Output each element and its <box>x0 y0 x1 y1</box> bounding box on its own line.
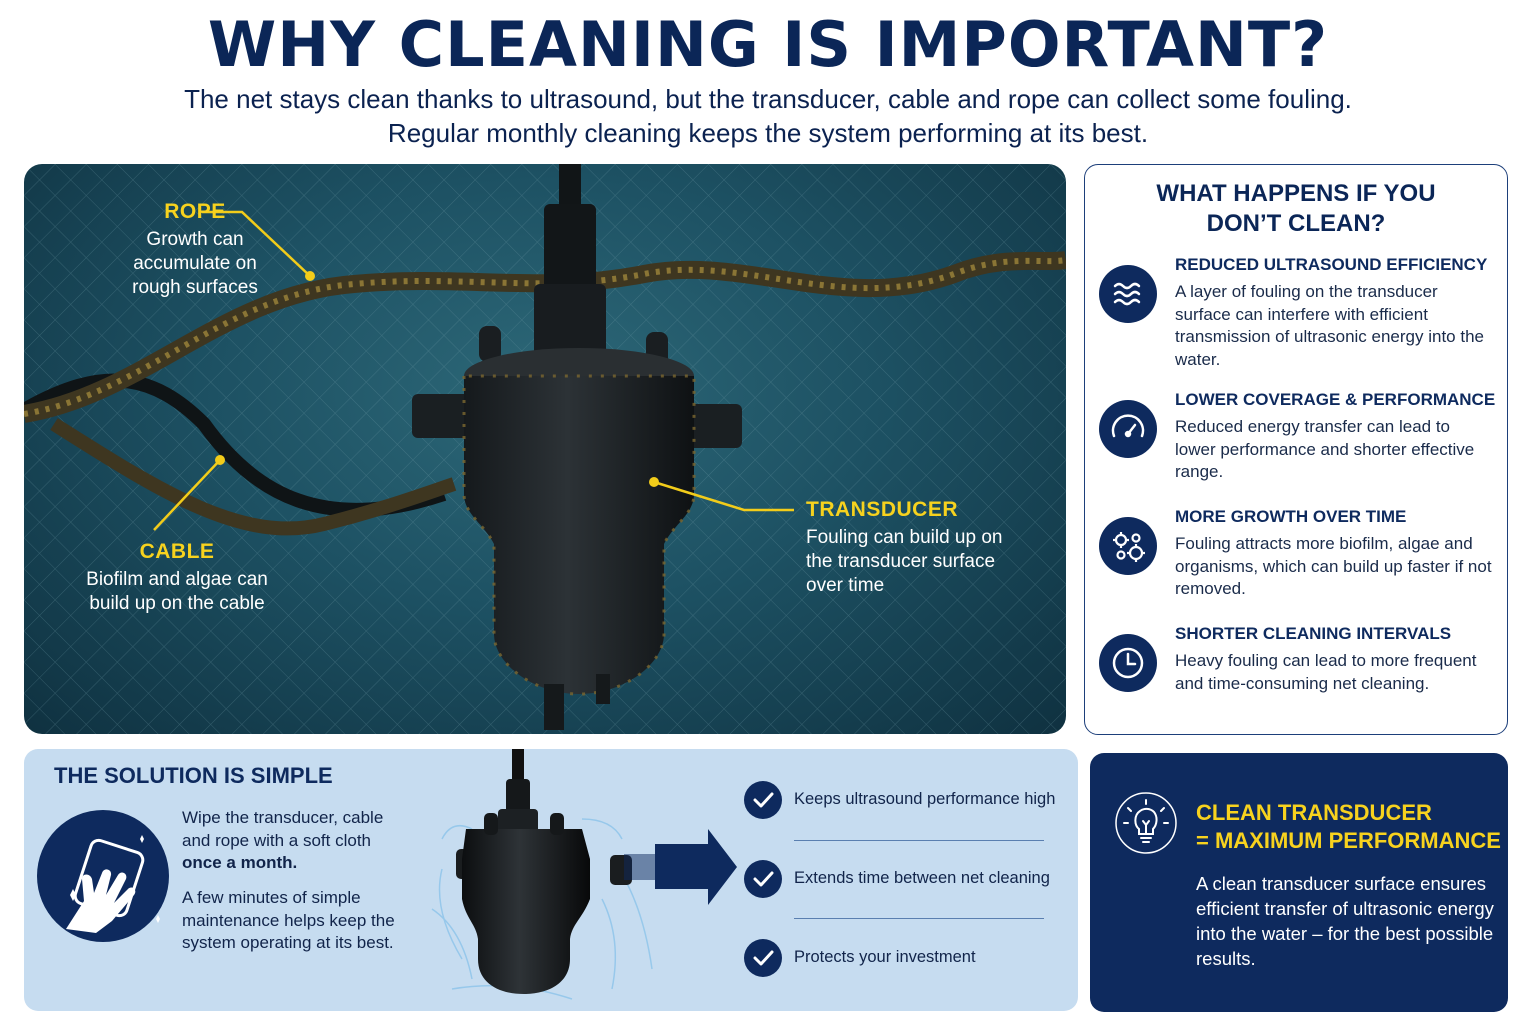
check-icon <box>744 939 782 977</box>
clean-heading-line2: = MAXIMUM PERFORMANCE <box>1196 828 1501 853</box>
callout-cable-text: Biofilm and algae can build up on the ca… <box>86 569 268 614</box>
clock-icon <box>1099 634 1157 692</box>
risk-item-heading: SHORTER CLEANING INTERVALS <box>1175 624 1452 643</box>
lightbulb-icon <box>1115 792 1177 854</box>
clean-heading-line1: CLEAN TRANSDUCER <box>1196 800 1432 825</box>
callout-transducer-label: TRANSDUCER <box>806 498 958 521</box>
benefit-text: Protects your investment <box>794 948 976 966</box>
solution-instructions: Wipe the transducer, cable and rope with… <box>182 807 402 875</box>
callout-lines <box>153 210 794 531</box>
what-happens-panel: WHAT HAPPENS IF YOU DON’T CLEAN? REDUCED… <box>1084 164 1508 735</box>
arrow-right-icon <box>655 829 737 905</box>
callout-rope-text: Growth can accumulate on rough surfaces <box>132 229 258 298</box>
solution-maintenance-text: A few minutes of simple maintenance help… <box>182 888 395 952</box>
clean-transducer-panel: CLEAN TRANSDUCER = MAXIMUM PERFORMANCE A… <box>1090 753 1508 1012</box>
risk-item-text: Heavy fouling can lead to more frequent … <box>1175 651 1477 693</box>
risk-item-heading: REDUCED ULTRASOUND EFFICIENCY <box>1175 255 1488 274</box>
callout-rope-label: ROPE <box>164 200 226 223</box>
risk-item-heading: LOWER COVERAGE & PERFORMANCE <box>1175 390 1496 409</box>
callout-transducer-text: Fouling can build up on the transducer s… <box>806 527 1003 596</box>
transducer-illustration <box>24 164 1066 734</box>
page-subtitle-line1: The net stays clean thanks to ultrasound… <box>184 84 1352 114</box>
callout-rope: ROPE Growth can accumulate on rough surf… <box>120 200 270 300</box>
divider <box>794 840 1044 841</box>
callout-cable-label: CABLE <box>139 540 215 563</box>
benefit-text: Keeps ultrasound performance high <box>794 790 1056 808</box>
page-title: WHY CLEANING IS IMPORTANT? <box>207 8 1329 81</box>
gears-icon <box>1099 517 1157 575</box>
callout-cable: CABLE Biofilm and algae can build up on … <box>72 540 282 616</box>
page-subtitle-line2: Regular monthly cleaning keeps the syste… <box>387 118 1149 148</box>
clean-text: A clean transducer surface ensures effic… <box>1196 873 1494 969</box>
risk-item-text: A layer of fouling on the transducer sur… <box>1175 282 1484 369</box>
check-icon <box>744 781 782 819</box>
solution-panel: THE SOLUTION IS SIMPLE Wipe the transduc… <box>24 749 1078 1011</box>
risk-item-heading: MORE GROWTH OVER TIME <box>1175 507 1407 526</box>
what-happens-title: WHAT HAPPENS IF YOU DON’T CLEAN? <box>1085 179 1507 239</box>
divider <box>794 918 1044 919</box>
wiping-hand-icon <box>37 810 169 942</box>
what-happens-title-line2: DON’T CLEAN? <box>1206 210 1386 237</box>
risk-item-text: Reduced energy transfer can lead to lowe… <box>1175 417 1475 481</box>
gauge-icon <box>1099 400 1157 458</box>
risk-item-text: Fouling attracts more biofilm, algae and… <box>1175 534 1492 598</box>
solution-title: THE SOLUTION IS SIMPLE <box>54 763 333 788</box>
solution-frequency: once a month. <box>182 853 298 872</box>
callout-transducer: TRANSDUCER Fouling can build up on the t… <box>806 498 1026 598</box>
what-happens-title-line1: WHAT HAPPENS IF YOU <box>1156 180 1436 207</box>
check-icon <box>744 860 782 898</box>
clean-transducer-illustration <box>431 749 737 1000</box>
solution-instructions-text: Wipe the transducer, cable and rope with… <box>182 808 384 850</box>
waves-icon <box>1099 265 1157 323</box>
hero-image-panel: ROPE Growth can accumulate on rough surf… <box>24 164 1066 734</box>
benefit-text: Extends time between net cleaning <box>794 869 1050 887</box>
clean-heading: CLEAN TRANSDUCER = MAXIMUM PERFORMANCE <box>1196 799 1501 855</box>
